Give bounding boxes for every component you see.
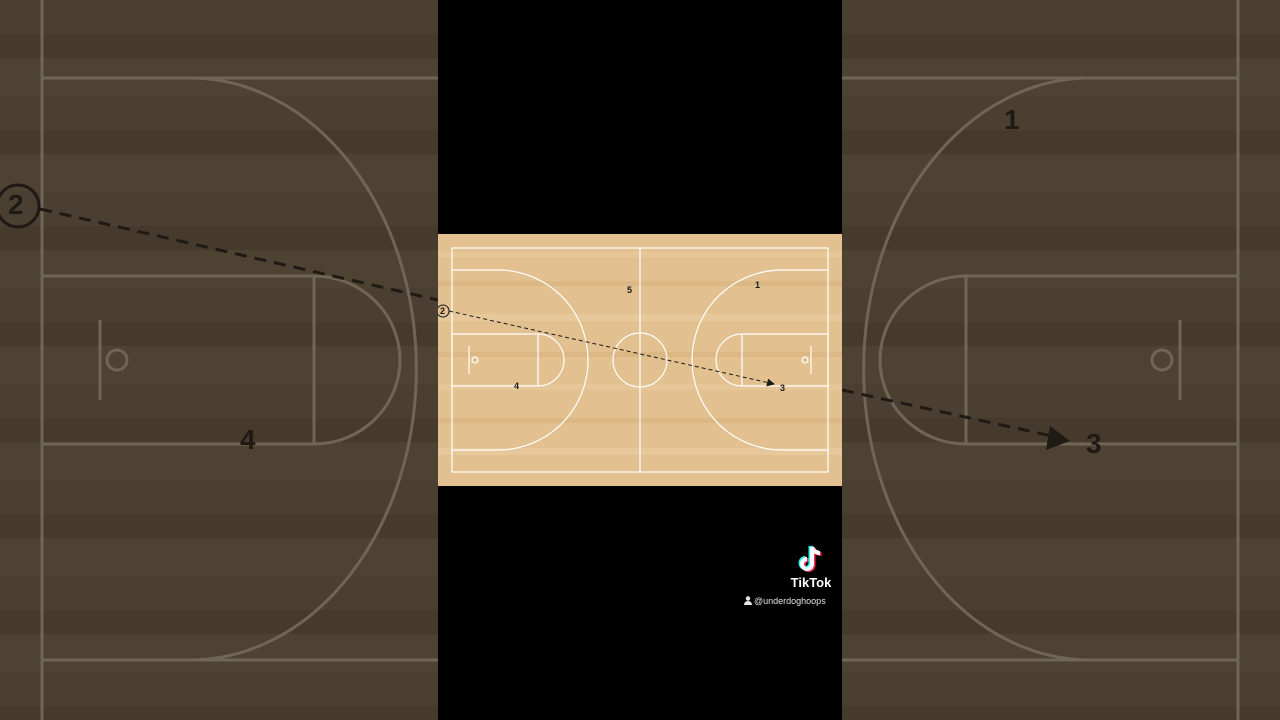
pass-line-zoomed-left [39, 207, 438, 302]
player-1-label-zoomed: 1 [1004, 104, 1020, 135]
tiktok-watermark: TikTok @underdoghoops [744, 544, 844, 606]
background-zoom-right: 1 3 [842, 0, 1280, 720]
court-svg: 2 5 1 4 3 [436, 234, 842, 486]
player-1-label: 1 [755, 280, 760, 290]
player-5-label: 5 [627, 285, 632, 295]
player-3-label: 3 [780, 383, 785, 393]
pass-line-zoomed-right [842, 388, 1053, 438]
court-lines-zoomed-left [0, 0, 438, 720]
tiktok-username: @underdoghoops [744, 596, 826, 606]
tiktok-logo-icon [798, 545, 822, 572]
player-4-label: 4 [514, 381, 519, 391]
player-3-label-zoomed: 3 [1086, 428, 1102, 459]
tiktok-brand-label: TikTok [790, 575, 832, 590]
person-icon [744, 596, 752, 605]
username-label: @underdoghoops [754, 596, 826, 606]
court-lines [451, 247, 829, 473]
player-2-label-zoomed: 2 [8, 189, 24, 220]
player-2-label: 2 [440, 306, 445, 316]
court-lines-zoomed-right [842, 0, 1240, 720]
court-diagram: 2 5 1 4 3 [436, 234, 842, 486]
background-zoom-left: 2 4 [0, 0, 438, 720]
player-2-circle-zoomed [0, 183, 41, 229]
arrowhead-zoomed-icon [1046, 426, 1070, 450]
player-4-label-zoomed: 4 [240, 424, 256, 455]
